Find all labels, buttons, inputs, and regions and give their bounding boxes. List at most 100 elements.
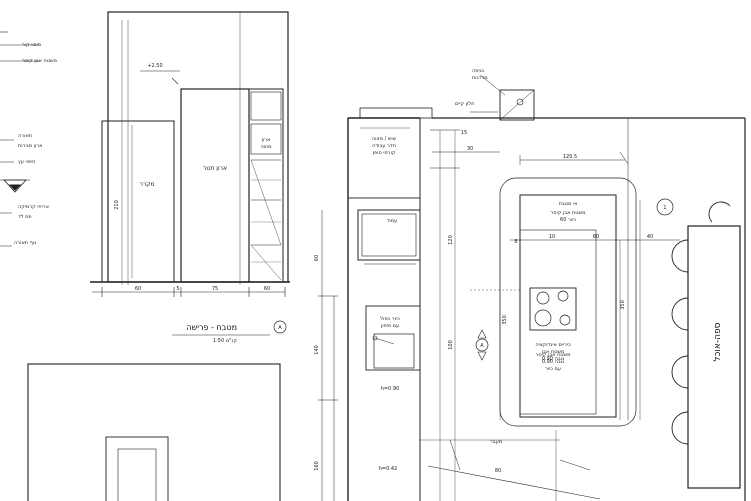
marker-label: 1 — [663, 205, 666, 211]
burner-icon — [557, 290, 569, 302]
dim-side2: 40 — [647, 234, 653, 240]
legend-wood: חיפוי עץ — [18, 159, 35, 165]
dim-mid1: 120 — [448, 235, 454, 245]
dim-top2: 30 — [467, 146, 473, 152]
lower-elevation-frame — [27, 363, 281, 501]
height-arrow — [171, 77, 179, 85]
level-triangle-fill-icon — [8, 184, 22, 191]
sink-cabinet — [365, 305, 421, 371]
leader-line — [374, 337, 395, 345]
section-arrow-icon — [477, 329, 487, 339]
dim-small3: 15 — [461, 130, 467, 136]
dim-left1: 60 — [314, 255, 320, 261]
leader-line — [449, 439, 461, 471]
oven-cabinet-label: ארון תנור — [203, 165, 227, 172]
burner-icon — [559, 314, 571, 326]
tall-cabinet-top-box — [250, 91, 282, 121]
dim-top1: 120.5 — [563, 154, 577, 160]
section-mark-plan — [475, 338, 489, 352]
cabinet-upper-label: עמוד — [387, 218, 398, 224]
banquette — [687, 225, 741, 489]
leader-line — [559, 459, 591, 471]
elevation-scale: קנ"מ 1:50 — [213, 338, 238, 344]
elevation-title: מטבח - פרישה — [186, 323, 237, 332]
chair-arc — [671, 355, 689, 389]
passage-line — [427, 465, 601, 500]
burner-icon — [534, 309, 552, 327]
dim-height: 210 — [114, 200, 120, 210]
dim-vtot: 350 — [502, 315, 508, 325]
section-arrow-icon — [477, 351, 487, 361]
section-mark-letter: A — [278, 325, 282, 331]
column-diagonal — [499, 89, 535, 121]
dim-small2: 10 — [549, 234, 555, 240]
marker-circle — [656, 198, 674, 216]
sink-bowl — [373, 333, 415, 369]
counter-label: אי מטבח — [559, 201, 578, 207]
legend-fixture: גוף תאורה — [14, 240, 36, 246]
chair-arc — [671, 297, 689, 331]
fridge-label: מקרר — [139, 181, 154, 188]
window-label: חלון קיים — [455, 101, 475, 107]
fridge-outline — [101, 120, 175, 283]
dim-oven: 75 — [212, 286, 218, 292]
dim-mid2: 100 — [448, 340, 454, 350]
dim-small1: 8 — [514, 239, 517, 245]
dim-left3: 160 — [314, 461, 320, 471]
legend-drawer: ארון מגירות — [18, 143, 43, 149]
dim-left2: 140 — [314, 345, 320, 355]
oven-cabinet-outline — [180, 88, 250, 283]
burner-icon — [536, 291, 550, 305]
dim-fridge: 60 — [135, 286, 141, 292]
section-mark-circle — [273, 320, 287, 334]
legend-light: תאורה — [18, 133, 32, 139]
tall-cabinet-mid-box — [250, 123, 282, 155]
chair-arc — [708, 201, 731, 223]
door-swing-line — [250, 159, 282, 246]
banquette-label: ספה-אוכל — [713, 322, 723, 361]
dim-tick — [619, 151, 629, 165]
cabinet-upper-inner — [361, 213, 417, 257]
legend-tile: אריחי קרמיקה — [18, 204, 49, 210]
lower-opening — [105, 436, 169, 501]
height-label: h=0.90 — [381, 386, 400, 392]
dim-right2: 350 — [620, 300, 626, 310]
door-swing-line — [250, 244, 282, 281]
upper-cabinet — [347, 117, 421, 199]
island-outline — [519, 194, 617, 418]
passage-label: מעבר — [490, 439, 502, 445]
column-marker — [516, 98, 524, 106]
cabinet-upper — [357, 209, 421, 261]
tall-cabinet-outline — [248, 88, 284, 283]
leader-line — [479, 74, 506, 96]
height-label-2: h=0.42 — [379, 466, 398, 472]
window-sill — [359, 107, 433, 119]
column-box — [499, 89, 535, 121]
dim-right1: 80 — [495, 468, 501, 474]
legend-led: פס לד — [18, 214, 32, 220]
cooktop — [529, 287, 577, 331]
dim-side1: 60 — [593, 234, 599, 240]
lower-opening-inner — [117, 448, 157, 501]
kitchen-plan — [318, 74, 746, 501]
legend-stone: משטח אבן קיסר — [22, 58, 57, 64]
dim-gap: 5 — [176, 286, 179, 292]
top-height-label: +2.50 — [147, 63, 162, 69]
section-mark-plan-letter: A — [480, 343, 484, 349]
kitchen-elevation — [0, 11, 290, 501]
chair-arc — [671, 411, 689, 445]
island-inner — [519, 229, 597, 415]
legend-wall: חיפוי קיר — [22, 42, 41, 48]
faucet-icon — [372, 335, 378, 341]
chair-arc — [671, 239, 689, 273]
